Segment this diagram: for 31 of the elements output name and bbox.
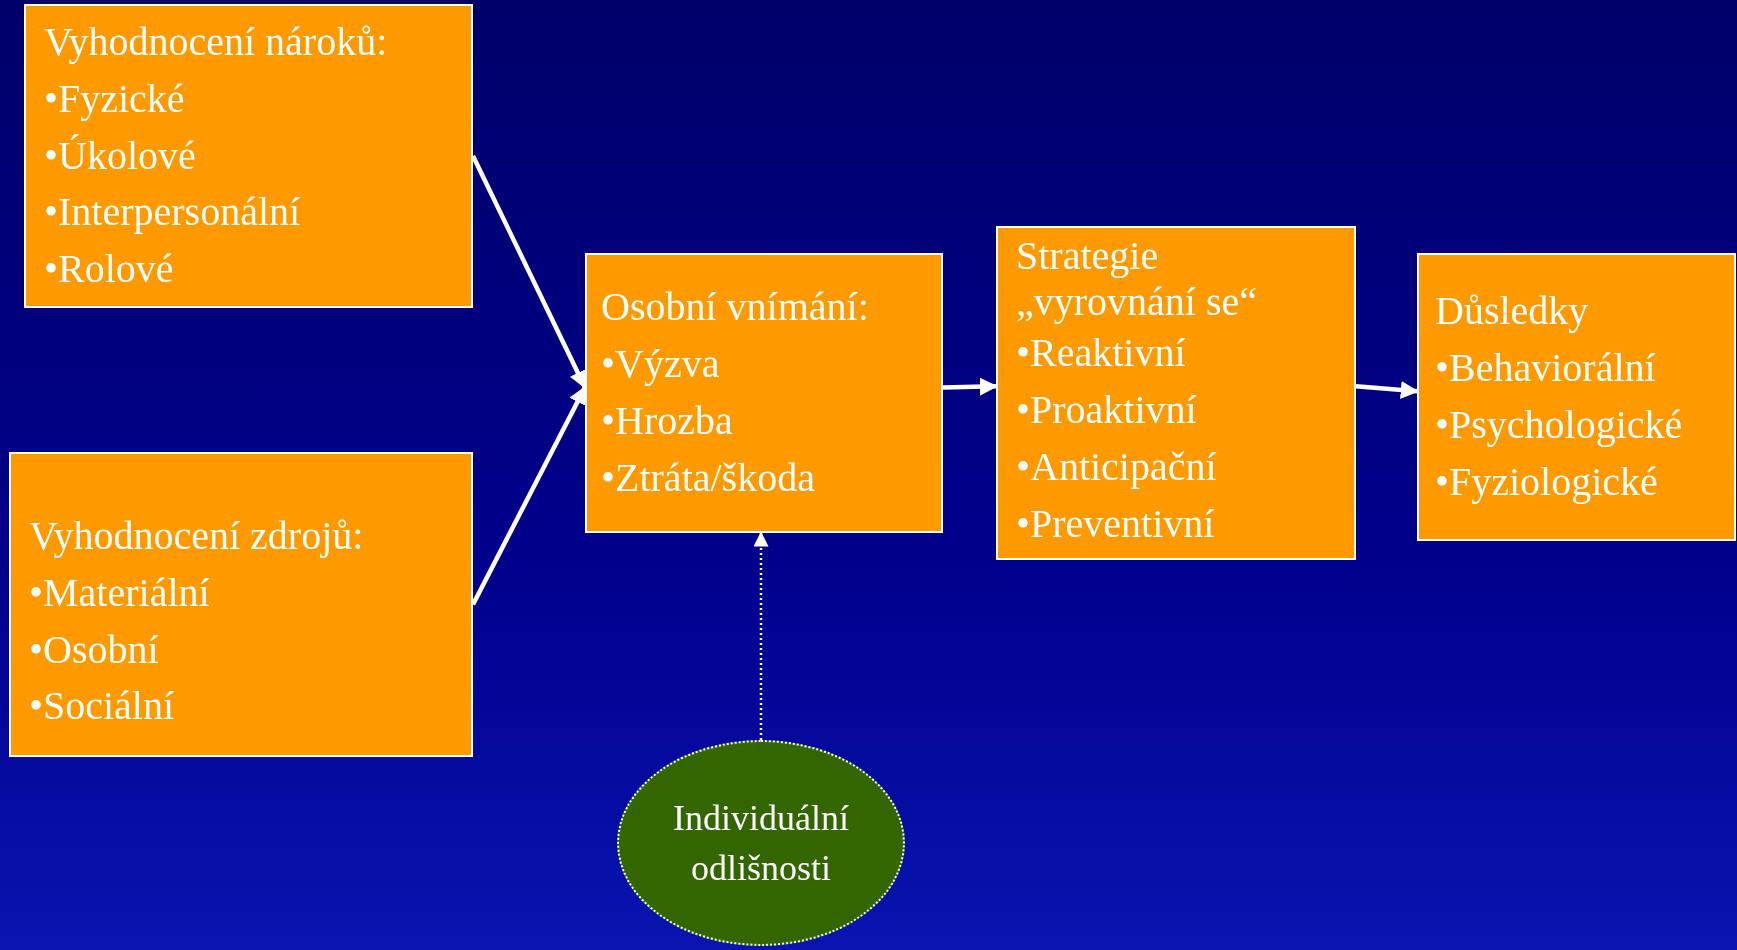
process-box xyxy=(9,452,473,757)
bullet-item: •Reaktivní xyxy=(1016,329,1187,378)
box-heading: Důsledky xyxy=(1435,287,1590,336)
bullet-item: •Interpersonální xyxy=(44,188,302,237)
arrow xyxy=(942,377,998,396)
bullet-item: •Ztráta/škoda xyxy=(601,453,816,502)
bullet-item: •Fyzické xyxy=(44,74,186,123)
bullet-item: •Fyziologické xyxy=(1435,457,1659,506)
process-box xyxy=(1417,253,1736,541)
bullet-item: •Anticipační xyxy=(1016,443,1218,491)
arrow xyxy=(1355,380,1419,399)
box-heading: Osobní vnímání: xyxy=(601,283,870,332)
bullet-item: •Behaviorální xyxy=(1435,344,1657,393)
arrow xyxy=(753,531,769,740)
bullet-item: •Rolové xyxy=(44,245,175,294)
bullet-item: •Preventivní xyxy=(1016,499,1216,548)
bullet-item: •Sociální xyxy=(29,682,176,731)
node-text: Individuální odlišnosti xyxy=(672,796,850,890)
bullet-item: •Výzva xyxy=(601,340,721,389)
process-box xyxy=(24,4,473,308)
bullet-item: •Proaktivní xyxy=(1016,386,1198,435)
box-heading: Vyhodnocení zdrojů: xyxy=(29,511,365,560)
bullet-item: •Úkolové xyxy=(44,131,197,180)
bullet-item: •Hrozba xyxy=(601,397,734,445)
process-box xyxy=(996,226,1356,560)
bullet-item: •Materiální xyxy=(29,568,211,617)
bullet-item: •Osobní xyxy=(29,625,160,674)
bullet-item: •Psychologické xyxy=(1435,401,1684,449)
process-box xyxy=(585,253,943,533)
box-heading: Vyhodnocení nároků: xyxy=(44,18,389,66)
box-heading: Strategie „vyrovnání se“ xyxy=(1016,233,1258,326)
